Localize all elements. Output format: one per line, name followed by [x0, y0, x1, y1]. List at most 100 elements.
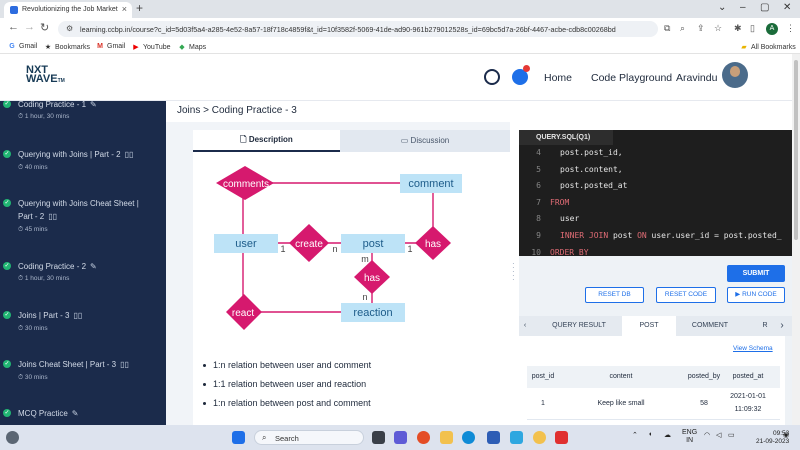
tabs-prev-icon[interactable]: ‹ — [523, 322, 527, 329]
close-tab-icon[interactable]: × — [121, 4, 127, 14]
tray-onedrive-icon[interactable]: ☁ — [664, 432, 671, 439]
bookmark-label: Gmail — [107, 43, 126, 50]
submit-button[interactable]: SUBMIT — [727, 265, 785, 282]
tabs-next-icon[interactable]: › — [780, 320, 784, 331]
sidebar-item-mcq-practice[interactable]: ✓ MCQ Practice✎ — [0, 407, 166, 425]
youtube-icon: ▶ — [133, 44, 139, 51]
nav-user-name[interactable]: Aravindu — [676, 72, 718, 84]
line-number: 4 — [536, 148, 541, 157]
battery-icon[interactable]: ▭ — [728, 432, 735, 439]
close-window-icon[interactable]: ✕ — [783, 2, 792, 13]
tab-description[interactable]: 🗋 Description — [193, 130, 340, 152]
bookmark-bookmarks[interactable]: ★Bookmarks — [44, 43, 90, 51]
tab-post[interactable]: POST — [622, 316, 676, 336]
completed-check-icon: ✓ — [3, 150, 11, 158]
nav-home[interactable]: Home — [544, 72, 573, 84]
new-tab-icon[interactable]: + — [136, 1, 144, 15]
forward-icon[interactable]: → — [24, 21, 35, 33]
bookmark-youtube[interactable]: ▶YouTube — [132, 43, 170, 51]
url-field[interactable]: ⚙ learning.ccbp.in/course?c_id=5d03f5a4-… — [58, 21, 658, 37]
nxtwave-logo[interactable]: NXT WAVETM — [26, 65, 65, 86]
taskbar-search[interactable]: ⌕Search — [254, 430, 364, 445]
code-text: post — [608, 231, 638, 240]
view-schema-link[interactable]: View Schema — [733, 345, 773, 352]
sidebar-item-duration: ⏱ 45 mins — [18, 226, 48, 233]
tab-comment[interactable]: COMMENT — [691, 322, 729, 329]
notifications-icon[interactable]: ◉ — [783, 432, 790, 439]
course-sidebar: ✓ Coding Practice - 1✎ ⏱ 1 hour, 30 mins… — [0, 101, 166, 425]
stopwatch-icon[interactable] — [484, 69, 500, 85]
share-icon[interactable]: ⇪ — [697, 23, 705, 33]
mcafee-icon[interactable] — [555, 431, 568, 444]
teams-icon[interactable] — [394, 431, 407, 444]
bookmark-maps[interactable]: ◆Maps — [178, 43, 206, 51]
tab-query-result[interactable]: QUERY RESULT — [552, 322, 606, 329]
site-info-icon[interactable]: ⚙ — [66, 24, 74, 33]
volume-icon[interactable]: ◁ — [716, 432, 722, 439]
app-icon[interactable] — [533, 431, 546, 444]
sidebar-item-querying-joins-2[interactable]: ✓ Querying with Joins | Part - 2▯▯ ⏱ 40 … — [0, 148, 166, 184]
browser-tab[interactable]: Revolutionizing the Job Market × — [4, 2, 132, 18]
chat-icon[interactable] — [512, 69, 528, 85]
profile-avatar[interactable]: A — [766, 23, 778, 35]
user-avatar[interactable] — [722, 62, 748, 88]
reload-icon[interactable]: ↻ — [40, 22, 50, 34]
minimize-icon[interactable]: – — [740, 2, 746, 13]
language-code: ENG — [682, 429, 698, 436]
reset-code-button[interactable]: RESET CODE — [656, 287, 716, 303]
tray-app-icon[interactable]: ◖ — [648, 431, 653, 438]
install-icon[interactable]: ⧉ — [664, 23, 671, 33]
vscode-icon[interactable] — [510, 431, 523, 444]
tab-reaction[interactable]: R — [762, 322, 768, 329]
editor-file-tab[interactable]: QUERY.SQL(Q1) — [519, 130, 613, 145]
chrome-icon[interactable] — [417, 431, 430, 444]
tab-discussion[interactable]: ▭ Discussion — [340, 130, 510, 152]
bookmark-star-icon[interactable]: ☆ — [714, 23, 723, 33]
tray-overflow-icon[interactable]: ⌃ — [632, 432, 638, 439]
sidebar-item-coding-practice-2[interactable]: ✓ Coding Practice - 2✎ ⏱ 1 hour, 30 mins — [0, 260, 166, 296]
table-cell: 1 — [541, 400, 545, 407]
pane-resize-handle-icon[interactable]: ····· — [512, 259, 515, 284]
tab-search-icon[interactable]: ⌄ — [718, 2, 727, 13]
nav-code-playground[interactable]: Code Playground — [591, 72, 673, 84]
maximize-icon[interactable]: ▢ — [760, 2, 770, 13]
wifi-icon[interactable]: ◠ — [704, 432, 711, 439]
code-keyword: ORDER BY — [550, 248, 589, 256]
book-icon: ▯▯ — [48, 212, 58, 221]
reset-db-button[interactable]: RESET DB — [585, 287, 644, 303]
file-explorer-icon[interactable] — [440, 431, 453, 444]
folder-icon: ▰ — [741, 44, 747, 51]
sidebar-item-joins-3[interactable]: ✓ Joins | Part - 3▯▯ ⏱ 30 mins — [0, 309, 166, 345]
line-number: 5 — [536, 165, 541, 174]
all-bookmarks[interactable]: ▰All Bookmarks — [740, 43, 795, 51]
code-keyword: ON — [637, 231, 647, 240]
windows-start-icon[interactable] — [232, 431, 245, 444]
back-icon[interactable]: ← — [8, 21, 19, 33]
task-view-icon[interactable] — [372, 431, 385, 444]
weather-icon[interactable] — [6, 431, 19, 444]
cardinality-n: n — [332, 244, 337, 254]
menu-icon[interactable]: ⋮ — [786, 23, 795, 33]
zoom-icon[interactable]: ⌕ — [680, 23, 686, 33]
sidebar-item-joins-cheat-sheet-3[interactable]: ✓ Joins Cheat Sheet | Part - 3▯▯ ⏱ 30 mi… — [0, 358, 166, 394]
run-code-button[interactable]: ▶ RUN CODE — [727, 287, 785, 303]
sidebar-item-coding-practice-1[interactable]: ✓ Coding Practice - 1✎ ⏱ 1 hour, 30 mins — [0, 101, 166, 134]
app-header: NXT WAVETM Home Code Playground Aravindu — [0, 54, 792, 101]
store-icon[interactable] — [487, 431, 500, 444]
sidebar-item-joins-cheat-sheet-2[interactable]: ✓ Querying with Joins Cheat Sheet | Part… — [0, 197, 166, 242]
relation-has-reaction — [354, 260, 390, 294]
edge-icon[interactable] — [462, 431, 475, 444]
entity-label-post: post — [363, 238, 384, 250]
page-scrollbar-thumb[interactable] — [794, 60, 798, 240]
side-panel-icon[interactable]: ▯ — [750, 23, 755, 33]
line-number: 8 — [536, 214, 541, 223]
extensions-icon[interactable]: ✱ — [734, 23, 742, 33]
